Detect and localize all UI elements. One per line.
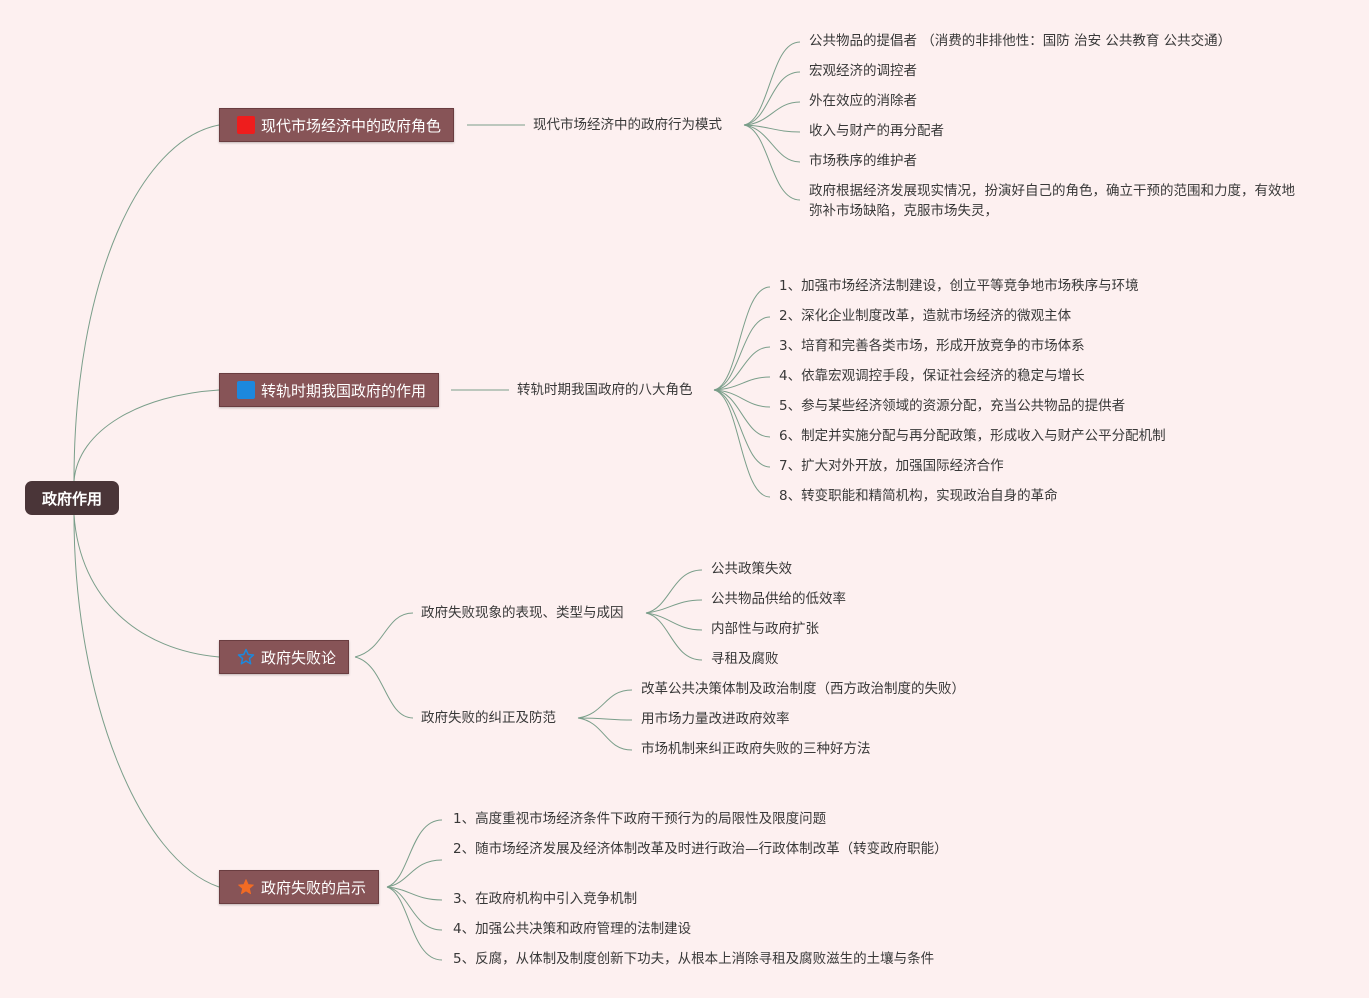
branch-transition-role[interactable]: 转轨时期我国政府的作用 <box>219 373 440 407</box>
blue-square-icon <box>237 381 255 399</box>
leaf-node[interactable]: 3、培育和完善各类市场，形成开放竞争的市场体系 <box>779 338 1085 354</box>
leaf-node[interactable]: 4、加强公共决策和政府管理的法制建设 <box>453 921 692 937</box>
leaf-node[interactable]: 内部性与政府扩张 <box>711 621 819 637</box>
root-node[interactable]: 政府作用 <box>25 481 119 515</box>
leaf-node[interactable]: 4、依靠宏观调控手段，保证社会经济的稳定与增长 <box>779 368 1085 384</box>
branch-label: 政府失败论 <box>261 648 337 667</box>
branch-government-role[interactable]: 现代市场经济中的政府角色 <box>219 108 455 142</box>
leaf-node[interactable]: 6、制定并实施分配与再分配政策，形成收入与财产公平分配机制 <box>779 428 1166 444</box>
leaf-node[interactable]: 市场机制来纠正政府失败的三种好方法 <box>641 741 871 757</box>
leaf-node[interactable]: 公共物品的提倡者 （消费的非排他性：国防 治安 公共教育 公共交通） <box>809 33 1232 49</box>
sub-node-eight-roles[interactable]: 转轨时期我国政府的八大角色 <box>517 382 693 398</box>
leaf-node[interactable]: 改革公共决策体制及政治制度（西方政治制度的失败） <box>641 681 965 697</box>
orange-star-icon <box>237 878 255 896</box>
leaf-node[interactable]: 市场秩序的维护者 <box>809 153 917 169</box>
leaf-node[interactable]: 2、随市场经济发展及经济体制改革及时进行政治—行政体制改革（转变政府职能） <box>453 841 948 857</box>
leaf-node[interactable]: 1、高度重视市场经济条件下政府干预行为的局限性及限度问题 <box>453 811 827 827</box>
leaf-node[interactable]: 7、扩大对外开放，加强国际经济合作 <box>779 458 1004 474</box>
sub-node-behavior-model[interactable]: 现代市场经济中的政府行为模式 <box>533 117 722 133</box>
leaf-node[interactable]: 寻租及腐败 <box>711 651 779 667</box>
branch-label: 政府失败的启示 <box>261 878 367 897</box>
leaf-node[interactable]: 8、转变职能和精简机构，实现政治自身的革命 <box>779 488 1058 504</box>
sub-node-failure-causes[interactable]: 政府失败现象的表现、类型与成因 <box>421 605 624 621</box>
blue-star-outline-icon <box>237 648 255 666</box>
branch-label: 现代市场经济中的政府角色 <box>261 116 442 135</box>
leaf-node[interactable]: 外在效应的消除者 <box>809 93 917 109</box>
leaf-node[interactable]: 用市场力量改进政府效率 <box>641 711 790 727</box>
leaf-node[interactable]: 收入与财产的再分配者 <box>809 123 944 139</box>
branch-government-failure[interactable]: 政府失败论 <box>219 640 350 674</box>
leaf-node[interactable]: 3、在政府机构中引入竞争机制 <box>453 891 638 907</box>
branch-failure-lessons[interactable]: 政府失败的启示 <box>219 870 380 904</box>
sub-node-failure-correction[interactable]: 政府失败的纠正及防范 <box>421 710 556 726</box>
leaf-node[interactable]: 宏观经济的调控者 <box>809 63 917 79</box>
leaf-node[interactable]: 公共政策失效 <box>711 561 792 577</box>
leaf-node[interactable]: 2、深化企业制度改革，造就市场经济的微观主体 <box>779 308 1072 324</box>
branch-label: 转轨时期我国政府的作用 <box>261 381 427 400</box>
leaf-node[interactable]: 1、加强市场经济法制建设，创立平等竞争地市场秩序与环境 <box>779 278 1139 294</box>
leaf-node[interactable]: 政府根据经济发展现实情况，扮演好自己的角色，确立干预的范围和力度，有效地弥补市场… <box>809 183 1295 219</box>
leaf-node[interactable]: 5、反腐，从体制及制度创新下功夫，从根本上消除寻租及腐败滋生的土壤与条件 <box>453 951 935 967</box>
leaf-node[interactable]: 公共物品供给的低效率 <box>711 591 846 607</box>
leaf-node[interactable]: 5、参与某些经济领域的资源分配，充当公共物品的提供者 <box>779 398 1126 414</box>
red-square-icon <box>237 116 255 134</box>
